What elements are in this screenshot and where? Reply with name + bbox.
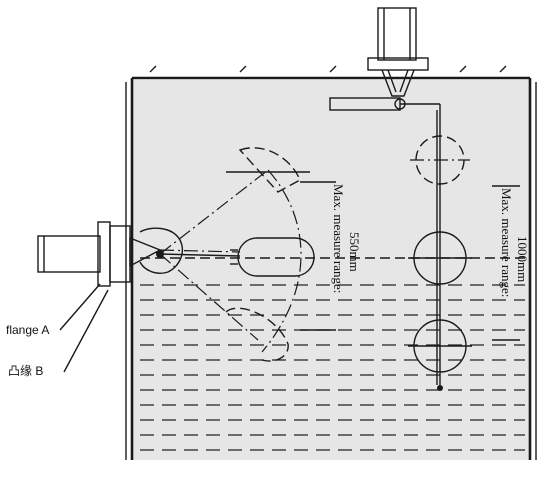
float-upper-swing-position bbox=[238, 147, 301, 193]
top-float-switch bbox=[329, 7, 520, 391]
part-b-leader bbox=[63, 289, 109, 373]
left-range-label-group: Max. measure range: 550mm bbox=[331, 184, 362, 293]
float-lower-swing-position bbox=[225, 307, 289, 362]
part-b-label: 凸缘 B bbox=[8, 364, 43, 378]
left-range-label: Max. measure range: bbox=[331, 184, 346, 293]
side-switch-housing bbox=[37, 235, 101, 273]
flange-a-label: flange A bbox=[6, 323, 49, 337]
side-float-body bbox=[237, 237, 315, 277]
side-float-arm bbox=[159, 253, 241, 257]
side-float-switch bbox=[37, 147, 336, 373]
upper-swing-arm bbox=[159, 169, 269, 255]
top-wall-hatching bbox=[149, 65, 507, 73]
tank-interior bbox=[132, 80, 530, 460]
side-flange-b bbox=[109, 225, 131, 283]
top-switch-housing bbox=[377, 7, 417, 61]
side-pivot-bracket bbox=[129, 236, 162, 268]
swing-arc bbox=[261, 169, 302, 353]
flange-a-leader bbox=[59, 283, 101, 331]
right-range-value: 1000mm bbox=[515, 236, 530, 282]
side-pivot-hub bbox=[139, 227, 184, 274]
tank bbox=[125, 65, 537, 460]
top-mount-flange bbox=[367, 57, 429, 71]
top-linkage-bracket bbox=[381, 69, 415, 97]
right-range-label: Max. measure range: bbox=[499, 188, 514, 297]
left-range-value: 550mm bbox=[347, 232, 362, 272]
lower-swing-arm bbox=[159, 253, 259, 341]
right-range-label-group: Max. measure range: 1000mm bbox=[499, 188, 530, 297]
